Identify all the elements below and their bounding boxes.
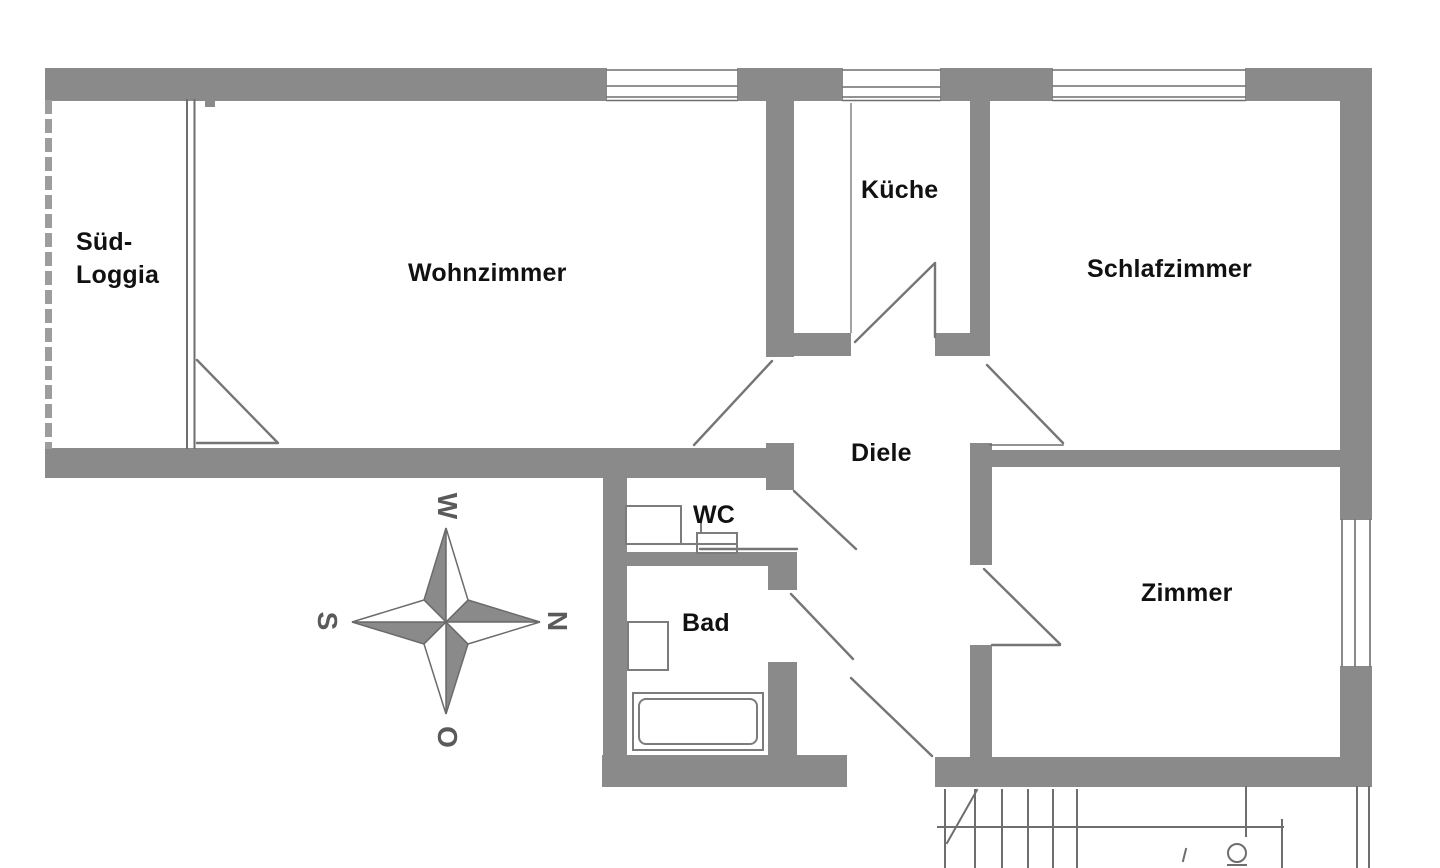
- staircase: [937, 786, 1370, 868]
- compass-letter-north: N: [542, 610, 573, 632]
- walls: [45, 68, 1372, 787]
- room-label-diele: Diele: [851, 439, 912, 467]
- room-label-sued-loggia: Süd- Loggia: [76, 226, 159, 292]
- compass-letter-south: S: [312, 611, 343, 631]
- loggia-partition: [45, 99, 280, 449]
- room-label-kueche: Küche: [861, 176, 939, 204]
- compass-rose: [351, 527, 541, 715]
- room-label-wohnzimmer: Wohnzimmer: [408, 259, 567, 287]
- door-swings: [692, 261, 1065, 758]
- compass-letter-east: O: [432, 726, 463, 748]
- room-label-sued-loggia-line1: Süd-: [76, 228, 133, 256]
- wc-fixtures: [625, 505, 738, 554]
- compass-letter-west: W: [432, 492, 463, 520]
- room-label-bad: Bad: [682, 609, 730, 637]
- room-label-sued-loggia-line2: Loggia: [76, 261, 160, 289]
- room-label-schlafzimmer: Schlafzimmer: [1087, 255, 1252, 283]
- room-label-wc: WC: [693, 501, 736, 529]
- room-label-zimmer: Zimmer: [1141, 579, 1233, 607]
- bathroom-fixtures: [627, 621, 764, 751]
- windows: [606, 68, 1372, 667]
